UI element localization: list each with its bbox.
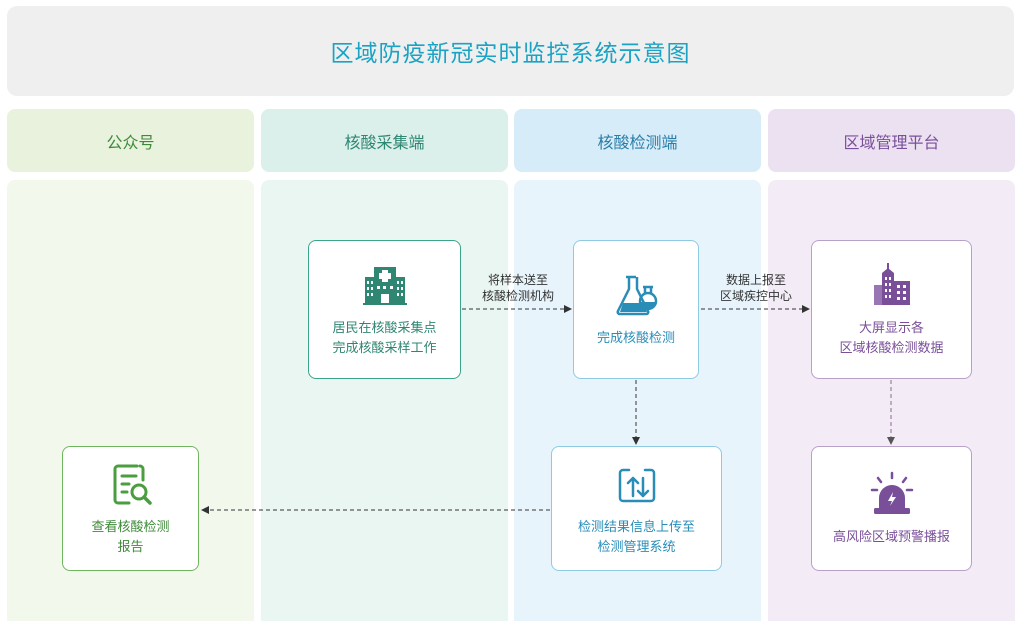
edge-label-report-data: 数据上报至 区域疾控中心	[719, 273, 792, 303]
lane-header-official-account: 公众号	[7, 109, 254, 172]
node-testing: 完成核酸检测	[573, 240, 699, 379]
node-testing-label: 完成核酸检测	[596, 330, 675, 346]
node-upload: 检测结果信息上传至 检测管理系统	[551, 446, 722, 571]
siren-alarm-icon	[870, 471, 913, 514]
node-alert-label: 高风险区域预警播报	[832, 529, 950, 545]
node-alert: 高风险区域预警播报	[811, 446, 972, 571]
node-screen: 大屏显示各 区域核酸检测数据	[811, 240, 972, 379]
lane-header-testing: 核酸检测端	[514, 109, 761, 172]
node-screen-label: 大屏显示各 区域核酸检测数据	[839, 320, 944, 356]
edge-label-send-samples: 将样本送至 核酸检测机构	[481, 273, 554, 303]
lane-header-sampling: 核酸采集端	[261, 109, 508, 172]
document-search-icon	[113, 464, 152, 505]
hospital-icon	[362, 266, 407, 305]
diagram-title: 区域防疫新冠实时监控系统示意图	[330, 41, 691, 67]
city-buildings-icon	[873, 262, 910, 305]
diagram-title-bar: 区域防疫新冠实时监控系统示意图	[7, 6, 1014, 96]
node-report: 查看核酸检测 报告	[62, 446, 199, 571]
node-sampling-label: 居民在核酸采集点 完成核酸采样工作	[332, 320, 437, 356]
node-upload-label: 检测结果信息上传至 检测管理系统	[577, 519, 695, 555]
node-report-label: 查看核酸检测 报告	[91, 519, 170, 555]
node-sampling: 居民在核酸采集点 完成核酸采样工作	[308, 240, 461, 379]
lane-header-platform: 区域管理平台	[768, 109, 1015, 172]
flask-icon	[616, 275, 658, 315]
upload-arrows-icon	[618, 468, 655, 502]
